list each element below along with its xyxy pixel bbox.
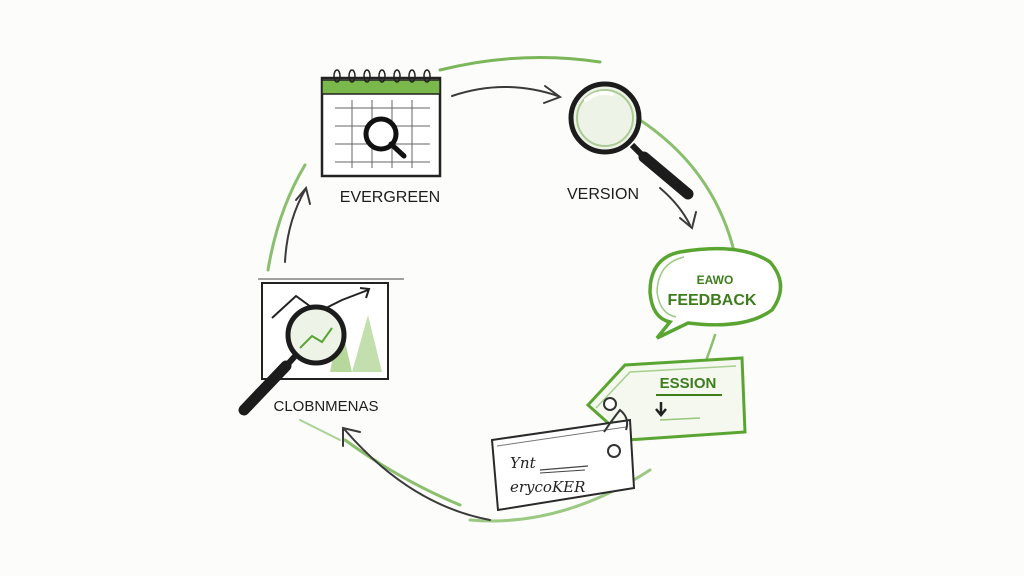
evergreen-node: Q EVERGREEN bbox=[320, 69, 442, 206]
ring-arc-bottom-left bbox=[343, 438, 462, 507]
comments-node: CLOBNMENAS bbox=[238, 278, 404, 416]
session-label: ESSION bbox=[660, 375, 717, 392]
card-line-1: Ynt bbox=[510, 454, 537, 472]
comments-label: CLOBNMENAS bbox=[273, 398, 378, 415]
arrow-head-2 bbox=[679, 211, 697, 230]
calendar-magnifier-icon: Q bbox=[320, 69, 442, 178]
arrow-version-to-feedback bbox=[659, 187, 691, 226]
ring-arc-top-right bbox=[638, 118, 737, 257]
arrow-card-to-comments bbox=[344, 429, 491, 521]
ring-arc-left-lower bbox=[299, 419, 341, 441]
magnifying-glass-icon bbox=[568, 81, 694, 200]
arrow-head-3 bbox=[342, 426, 361, 447]
arrow-head-1 bbox=[543, 85, 563, 104]
cycle-arrows bbox=[284, 85, 697, 521]
arrow-head-4 bbox=[295, 185, 311, 205]
feedback-node: EAWO FEEDBACK bbox=[648, 246, 783, 340]
chart-magnifier-icon bbox=[238, 278, 404, 416]
ring-arc-right bbox=[705, 333, 717, 360]
evergreen-label: EVERGREEN bbox=[340, 189, 440, 206]
arrow-evergreen-to-version bbox=[451, 86, 559, 97]
card-node: Ynt erycoKER bbox=[490, 408, 636, 512]
card-line-2: erycoKER bbox=[510, 478, 585, 496]
feedback-label: FEEDBACK bbox=[668, 292, 757, 309]
arrow-comments-to-evergreen bbox=[284, 189, 306, 263]
hanging-card-icon bbox=[490, 408, 636, 512]
ring-arc-top bbox=[438, 56, 602, 72]
speech-bubble-icon bbox=[648, 246, 783, 340]
ring-arc-left bbox=[266, 163, 307, 272]
feedback-sublabel: EAWO bbox=[697, 273, 734, 287]
version-label: VERSION bbox=[567, 186, 639, 203]
version-node: VERSION bbox=[567, 81, 694, 203]
